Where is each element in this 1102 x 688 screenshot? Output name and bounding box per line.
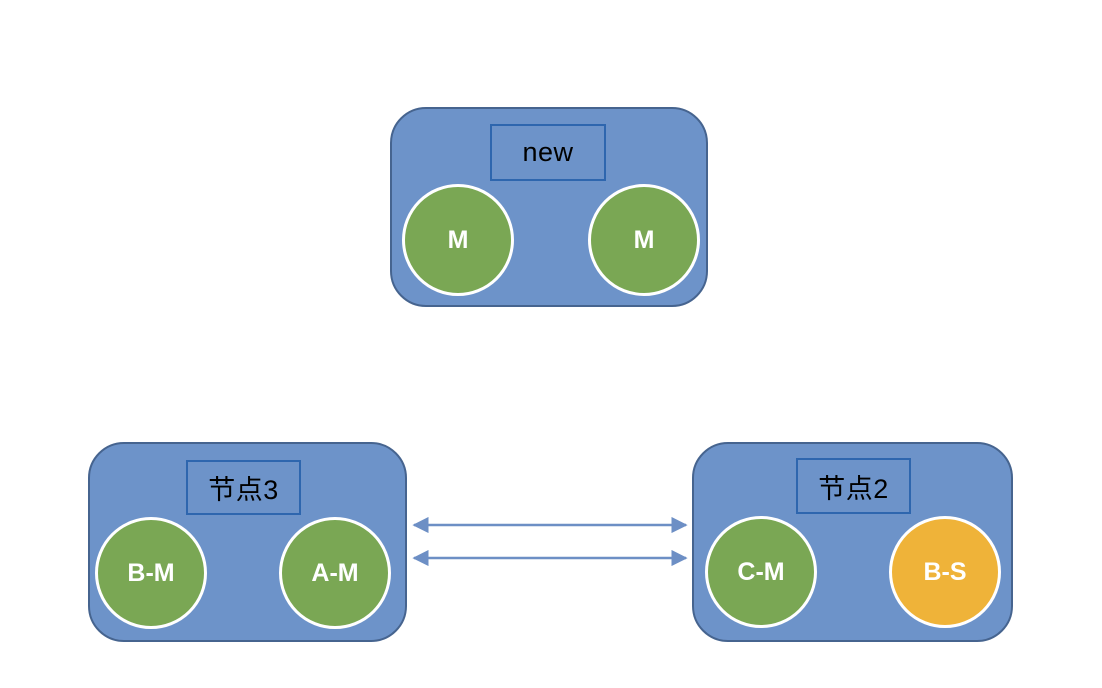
member-circle-label: B-S — [923, 557, 967, 586]
node-title-node2: 节点2 — [796, 458, 911, 514]
member-circle-label: B-M — [127, 558, 175, 587]
node-box-new: new M M — [390, 107, 708, 307]
replication-arrows — [412, 516, 688, 567]
member-circle-label: M — [447, 225, 469, 254]
member-circle-new-m2: M — [588, 184, 700, 296]
member-circle-label: M — [633, 225, 655, 254]
node-title-node3: 节点3 — [186, 460, 301, 515]
member-circle-am: A-M — [279, 517, 391, 629]
member-circle-bm: B-M — [95, 517, 207, 629]
node-title-new: new — [490, 124, 606, 181]
node-box-node3: 节点3 B-M A-M — [88, 442, 407, 642]
member-circle-label: C-M — [737, 557, 785, 586]
member-circle-new-m1: M — [402, 184, 514, 296]
member-circle-cm: C-M — [705, 516, 817, 628]
node-box-node2: 节点2 C-M B-S — [692, 442, 1013, 642]
member-circle-label: A-M — [311, 558, 359, 587]
member-circle-bs: B-S — [889, 516, 1001, 628]
